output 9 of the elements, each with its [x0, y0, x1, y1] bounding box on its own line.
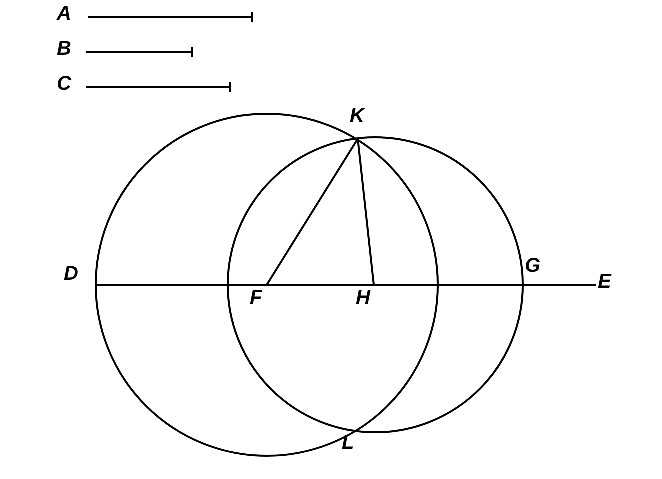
- point-label: K: [350, 106, 364, 126]
- point-label: C: [57, 74, 72, 94]
- point-label: F: [250, 288, 262, 308]
- point-label: G: [525, 256, 541, 276]
- point-label: H: [356, 288, 370, 308]
- point-label: D: [64, 264, 78, 284]
- point-label: E: [598, 272, 612, 292]
- point-label: B: [57, 39, 72, 59]
- point-label: A: [57, 4, 72, 24]
